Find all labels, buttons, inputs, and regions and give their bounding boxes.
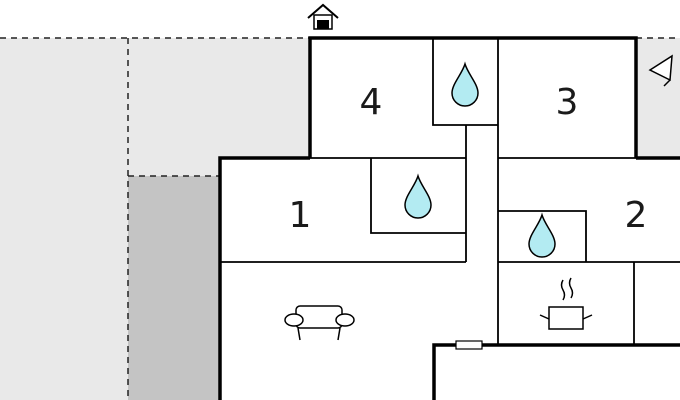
outdoor-area-right (636, 38, 680, 158)
interior-walls (220, 38, 680, 345)
house-entrance-icon (307, 3, 339, 30)
room-number-3: 3 (556, 82, 579, 123)
water-drop-icon (451, 61, 479, 107)
room-number-2: 2 (625, 195, 648, 236)
room-number-4: 4 (360, 82, 383, 123)
water-drop-icon (404, 173, 432, 219)
cooking-pot-icon (539, 277, 593, 330)
room-number-1: 1 (289, 195, 312, 236)
water-drop-icon (528, 212, 556, 258)
exterior-walls (218, 36, 680, 400)
sofa-icon (284, 305, 355, 341)
window (455, 340, 483, 350)
terrace-shaded (128, 176, 220, 400)
lamp-icon (648, 54, 673, 87)
plot-boundaries (0, 37, 680, 400)
